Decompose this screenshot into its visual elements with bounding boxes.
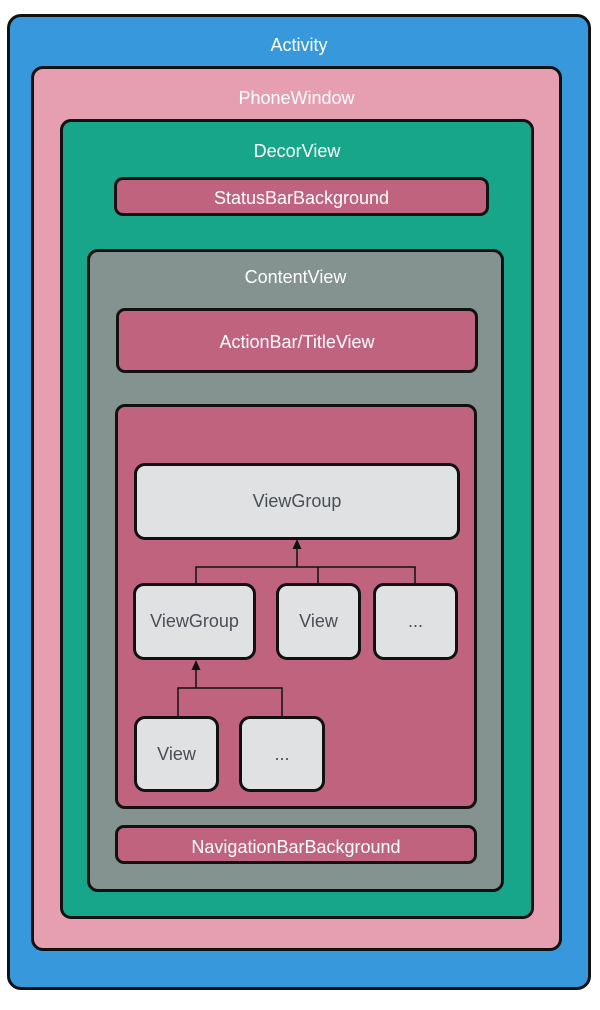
status-bar-background: StatusBarBackground <box>114 177 489 216</box>
child-view-node: View <box>276 583 361 660</box>
grandchild-view-node: View <box>134 716 219 792</box>
content-view-label: ContentView <box>244 267 347 287</box>
status-bar-background-label: StatusBarBackground <box>213 188 390 208</box>
grandchild-more-node: ... <box>239 716 325 792</box>
navigation-bar-background-label: NavigationBarBackground <box>191 837 401 857</box>
navigation-bar-background: NavigationBarBackground <box>115 825 477 864</box>
child-viewgroup-node: ViewGroup <box>133 583 256 660</box>
action-bar-title-view: ActionBar/TitleView <box>116 308 478 373</box>
root-viewgroup-node: ViewGroup <box>134 463 460 540</box>
action-bar-label: ActionBar/TitleView <box>219 332 375 352</box>
child-more-node: ... <box>373 583 458 660</box>
activity-label: Activity <box>270 35 328 55</box>
phone-window-label: PhoneWindow <box>238 88 355 108</box>
decor-view-label: DecorView <box>253 141 341 161</box>
